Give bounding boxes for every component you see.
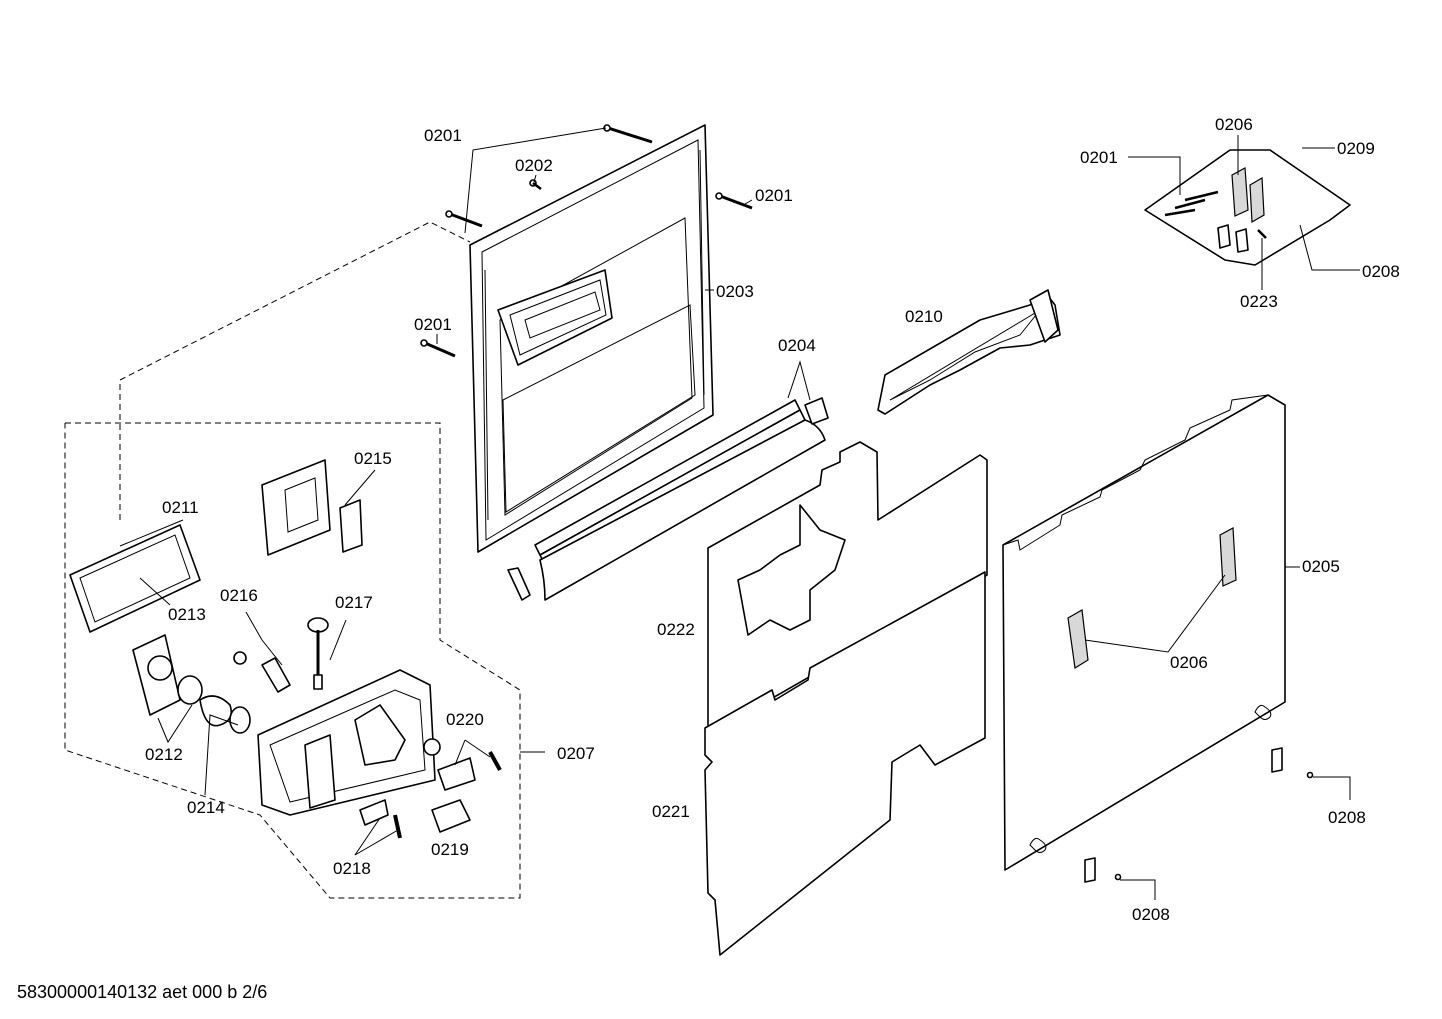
screw-0201-d	[420, 339, 456, 358]
spring-0216	[233, 651, 291, 693]
insulation-panel-upper	[707, 441, 988, 736]
insulation-panel-lower	[704, 571, 986, 956]
label-0221: 0221	[652, 802, 690, 821]
label-0217: 0217	[335, 593, 373, 612]
label-0203: 0203	[716, 282, 754, 301]
hose-0214	[199, 695, 251, 734]
screw-0201-a	[603, 124, 653, 144]
label-0211: 0211	[162, 498, 199, 517]
hinge-bracket	[877, 289, 1061, 415]
label-0218: 0218	[333, 859, 371, 878]
door-strip	[507, 397, 829, 601]
label-0214: 0214	[187, 798, 225, 817]
label-0219: 0219	[431, 840, 469, 859]
label-0206-kit: 0206	[1215, 115, 1253, 134]
parts-0218	[359, 799, 402, 839]
label-0213: 0213	[168, 605, 206, 624]
label-0202: 0202	[515, 156, 553, 175]
label-0201-right: 0201	[755, 186, 793, 205]
bracket-0208-a	[1271, 747, 1314, 779]
inner-door-panel	[469, 124, 714, 553]
bracket-0208-b	[1084, 857, 1122, 883]
label-0215: 0215	[354, 449, 392, 468]
label-0201-left: 0201	[414, 315, 452, 334]
valve-0217	[307, 617, 329, 690]
label-0205: 0205	[1302, 557, 1340, 576]
label-0206: 0206	[1170, 653, 1208, 672]
label-0216: 0216	[220, 586, 258, 605]
label-0223: 0223	[1240, 292, 1278, 311]
label-0204: 0204	[778, 336, 816, 355]
switch-0219	[431, 799, 471, 833]
drawing-reference-footer: 58300000140132 aet 000 b 2/6	[17, 982, 267, 1002]
lever-0220	[423, 738, 502, 791]
outer-door-panel	[1002, 394, 1286, 871]
hardware-kit-bag	[1144, 149, 1351, 266]
label-0208-bottom: 0208	[1132, 905, 1170, 924]
screw-0201-c	[715, 192, 753, 210]
cover-0215	[261, 459, 363, 556]
screw-0201-b	[445, 210, 483, 228]
label-0208-kit: 0208	[1362, 262, 1400, 281]
label-0208-right: 0208	[1328, 808, 1366, 827]
label-0210: 0210	[905, 307, 943, 326]
dispenser-housing	[257, 669, 436, 816]
label-0209: 0209	[1337, 139, 1375, 158]
nozzle-housing	[132, 634, 203, 716]
frame-0211	[69, 524, 201, 633]
label-0220: 0220	[446, 710, 484, 729]
label-0201-top: 0201	[424, 126, 462, 145]
label-0207: 0207	[557, 744, 595, 763]
label-0201-kit: 0201	[1080, 148, 1118, 167]
label-0222: 0222	[657, 620, 695, 639]
screw-0202	[529, 179, 542, 190]
label-0212: 0212	[145, 745, 183, 764]
